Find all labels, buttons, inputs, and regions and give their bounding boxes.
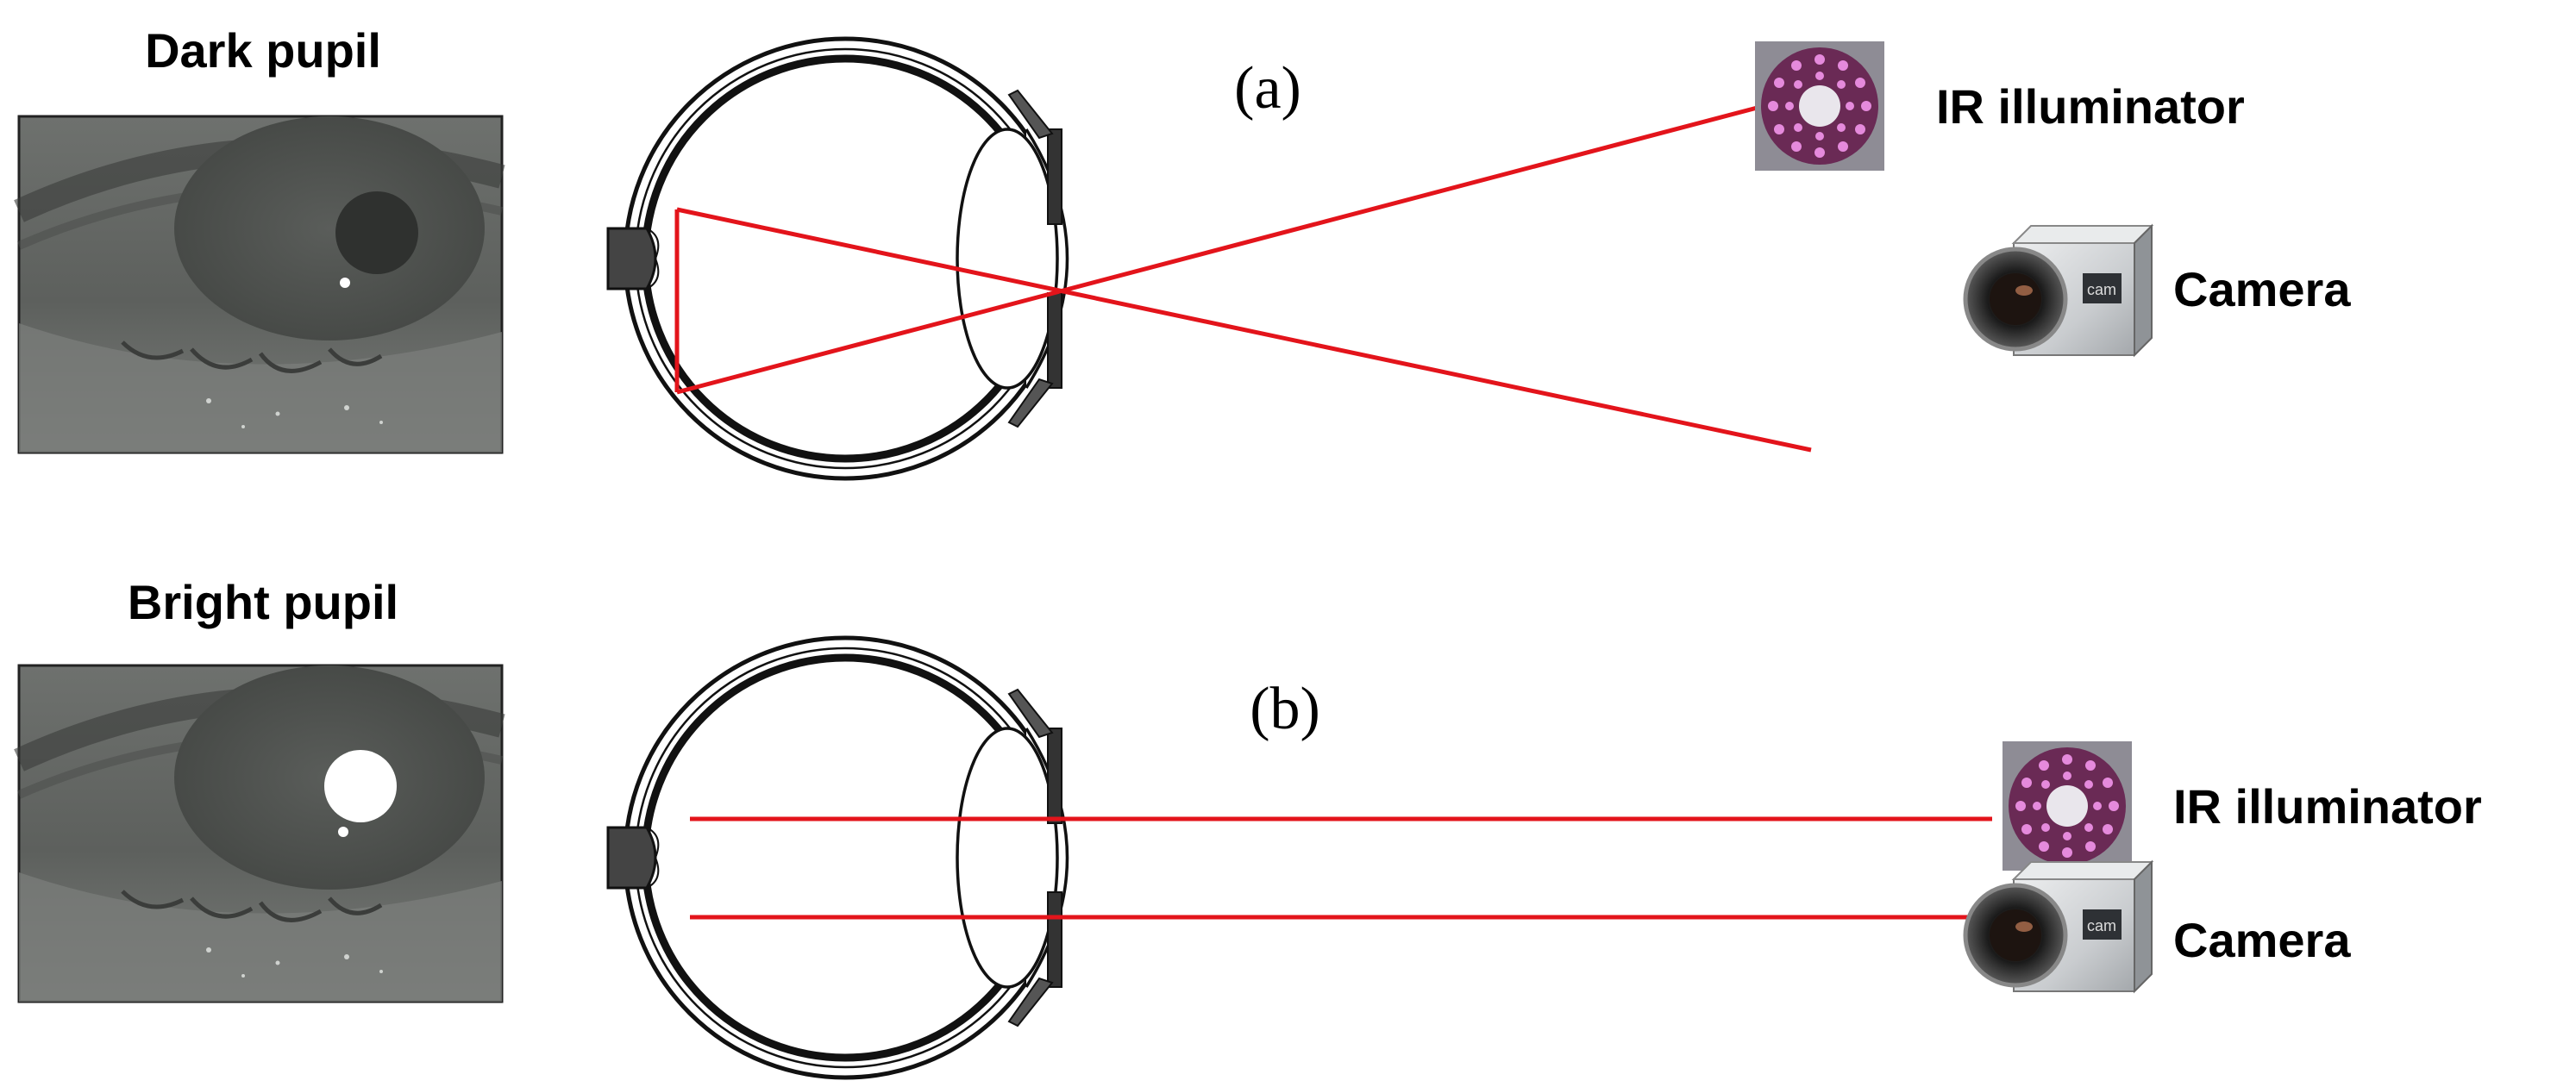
bright-pupil (324, 750, 397, 822)
light-rays-b (690, 816, 1992, 920)
ir-illuminator-label-a: IR illuminator (1936, 79, 2245, 134)
corneal-glint (340, 278, 350, 288)
eye-anatomy-b (608, 638, 1068, 1078)
dark-pupil-photo (19, 116, 502, 453)
camera-label-a: Camera (2173, 262, 2351, 316)
panel-a-label: (a) (1234, 55, 1301, 122)
light-rays-a (674, 103, 1812, 453)
bright-pupil-label: Bright pupil (128, 575, 398, 629)
camera-a (1965, 226, 2152, 355)
corneal-glint-b (338, 827, 348, 837)
dark-pupil-label: Dark pupil (145, 23, 381, 78)
dark-pupil (335, 191, 418, 274)
panel-b-label: (b) (1250, 676, 1320, 742)
camera-label-b: Camera (2173, 913, 2351, 967)
ir-illuminator-a (1755, 41, 1884, 171)
ir-illuminator-label-b: IR illuminator (2173, 779, 2482, 834)
bright-pupil-photo (19, 665, 502, 1002)
camera-b (1965, 862, 2152, 991)
ir-illuminator-b (2003, 741, 2132, 871)
